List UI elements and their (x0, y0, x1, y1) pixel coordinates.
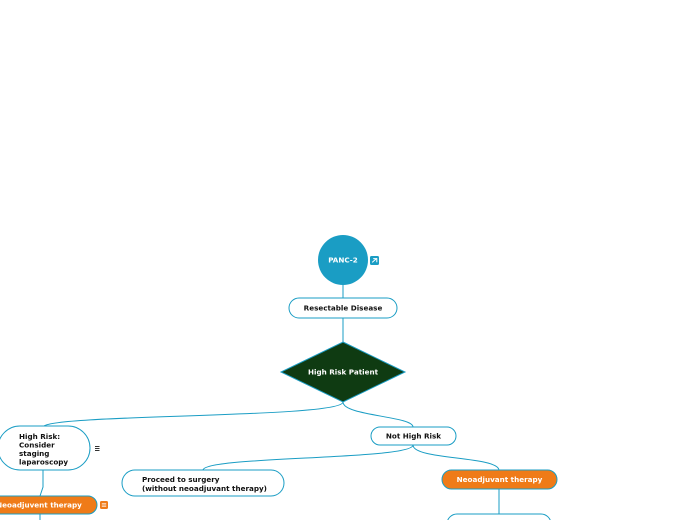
high-risk-line: staging (19, 449, 49, 458)
link-icon[interactable] (370, 256, 379, 265)
high-risk-node[interactable]: High Risk: Consider staging laparoscopy (0, 425, 91, 471)
neo-right-label: Neoadjuvant therapy (457, 475, 543, 484)
proceed-line: Proceed to surgery (142, 475, 220, 484)
proceed-line: (without neoadjuvant therapy) (142, 484, 267, 493)
svg-text:Proceed to surgery (with: Proceed to surgery (without neoadjuvant … (142, 475, 267, 493)
proceed-to-surgery-node[interactable]: Proceed to surgery (without neoadjuvant … (121, 469, 285, 497)
root-node[interactable]: PANC-2 (318, 235, 368, 285)
connector-highrisk-neo-left (39, 470, 44, 497)
child-node-partial[interactable] (447, 513, 551, 520)
resectable-disease-node[interactable]: Resectable Disease (288, 297, 398, 319)
neoadjuvant-therapy-right-node[interactable]: Neoadjuvant therapy (441, 469, 558, 490)
connector-nothighrisk-proceed (202, 444, 414, 471)
high-risk-patient-decision[interactable]: High Risk Patient (279, 341, 407, 403)
resectable-disease-label: Resectable Disease (304, 304, 383, 313)
connector-decision-highrisk (43, 401, 344, 427)
decision-label: High Risk Patient (308, 368, 379, 377)
connectors (39, 285, 500, 520)
not-high-risk-label: Not High Risk (386, 432, 441, 441)
neoadjuvent-therapy-left-node[interactable]: Neoadjuvent therapy (0, 495, 98, 515)
notes-icon[interactable] (100, 501, 108, 509)
high-risk-line: Consider (19, 441, 55, 450)
svg-text:High Risk: Consider: High Risk: Consider staging laparoscopy (19, 432, 68, 467)
root-label: PANC-2 (328, 256, 358, 265)
connector-decision-nothighrisk (342, 401, 414, 428)
neo-left-label: Neoadjuvent therapy (0, 501, 82, 510)
root-circle (318, 235, 368, 285)
connector-nothighrisk-neo-right (412, 444, 500, 471)
high-risk-line: High Risk: (19, 432, 60, 441)
high-risk-line: laparoscopy (19, 458, 68, 467)
not-high-risk-node[interactable]: Not High Risk (370, 426, 457, 446)
notes-icon[interactable] (95, 446, 100, 451)
